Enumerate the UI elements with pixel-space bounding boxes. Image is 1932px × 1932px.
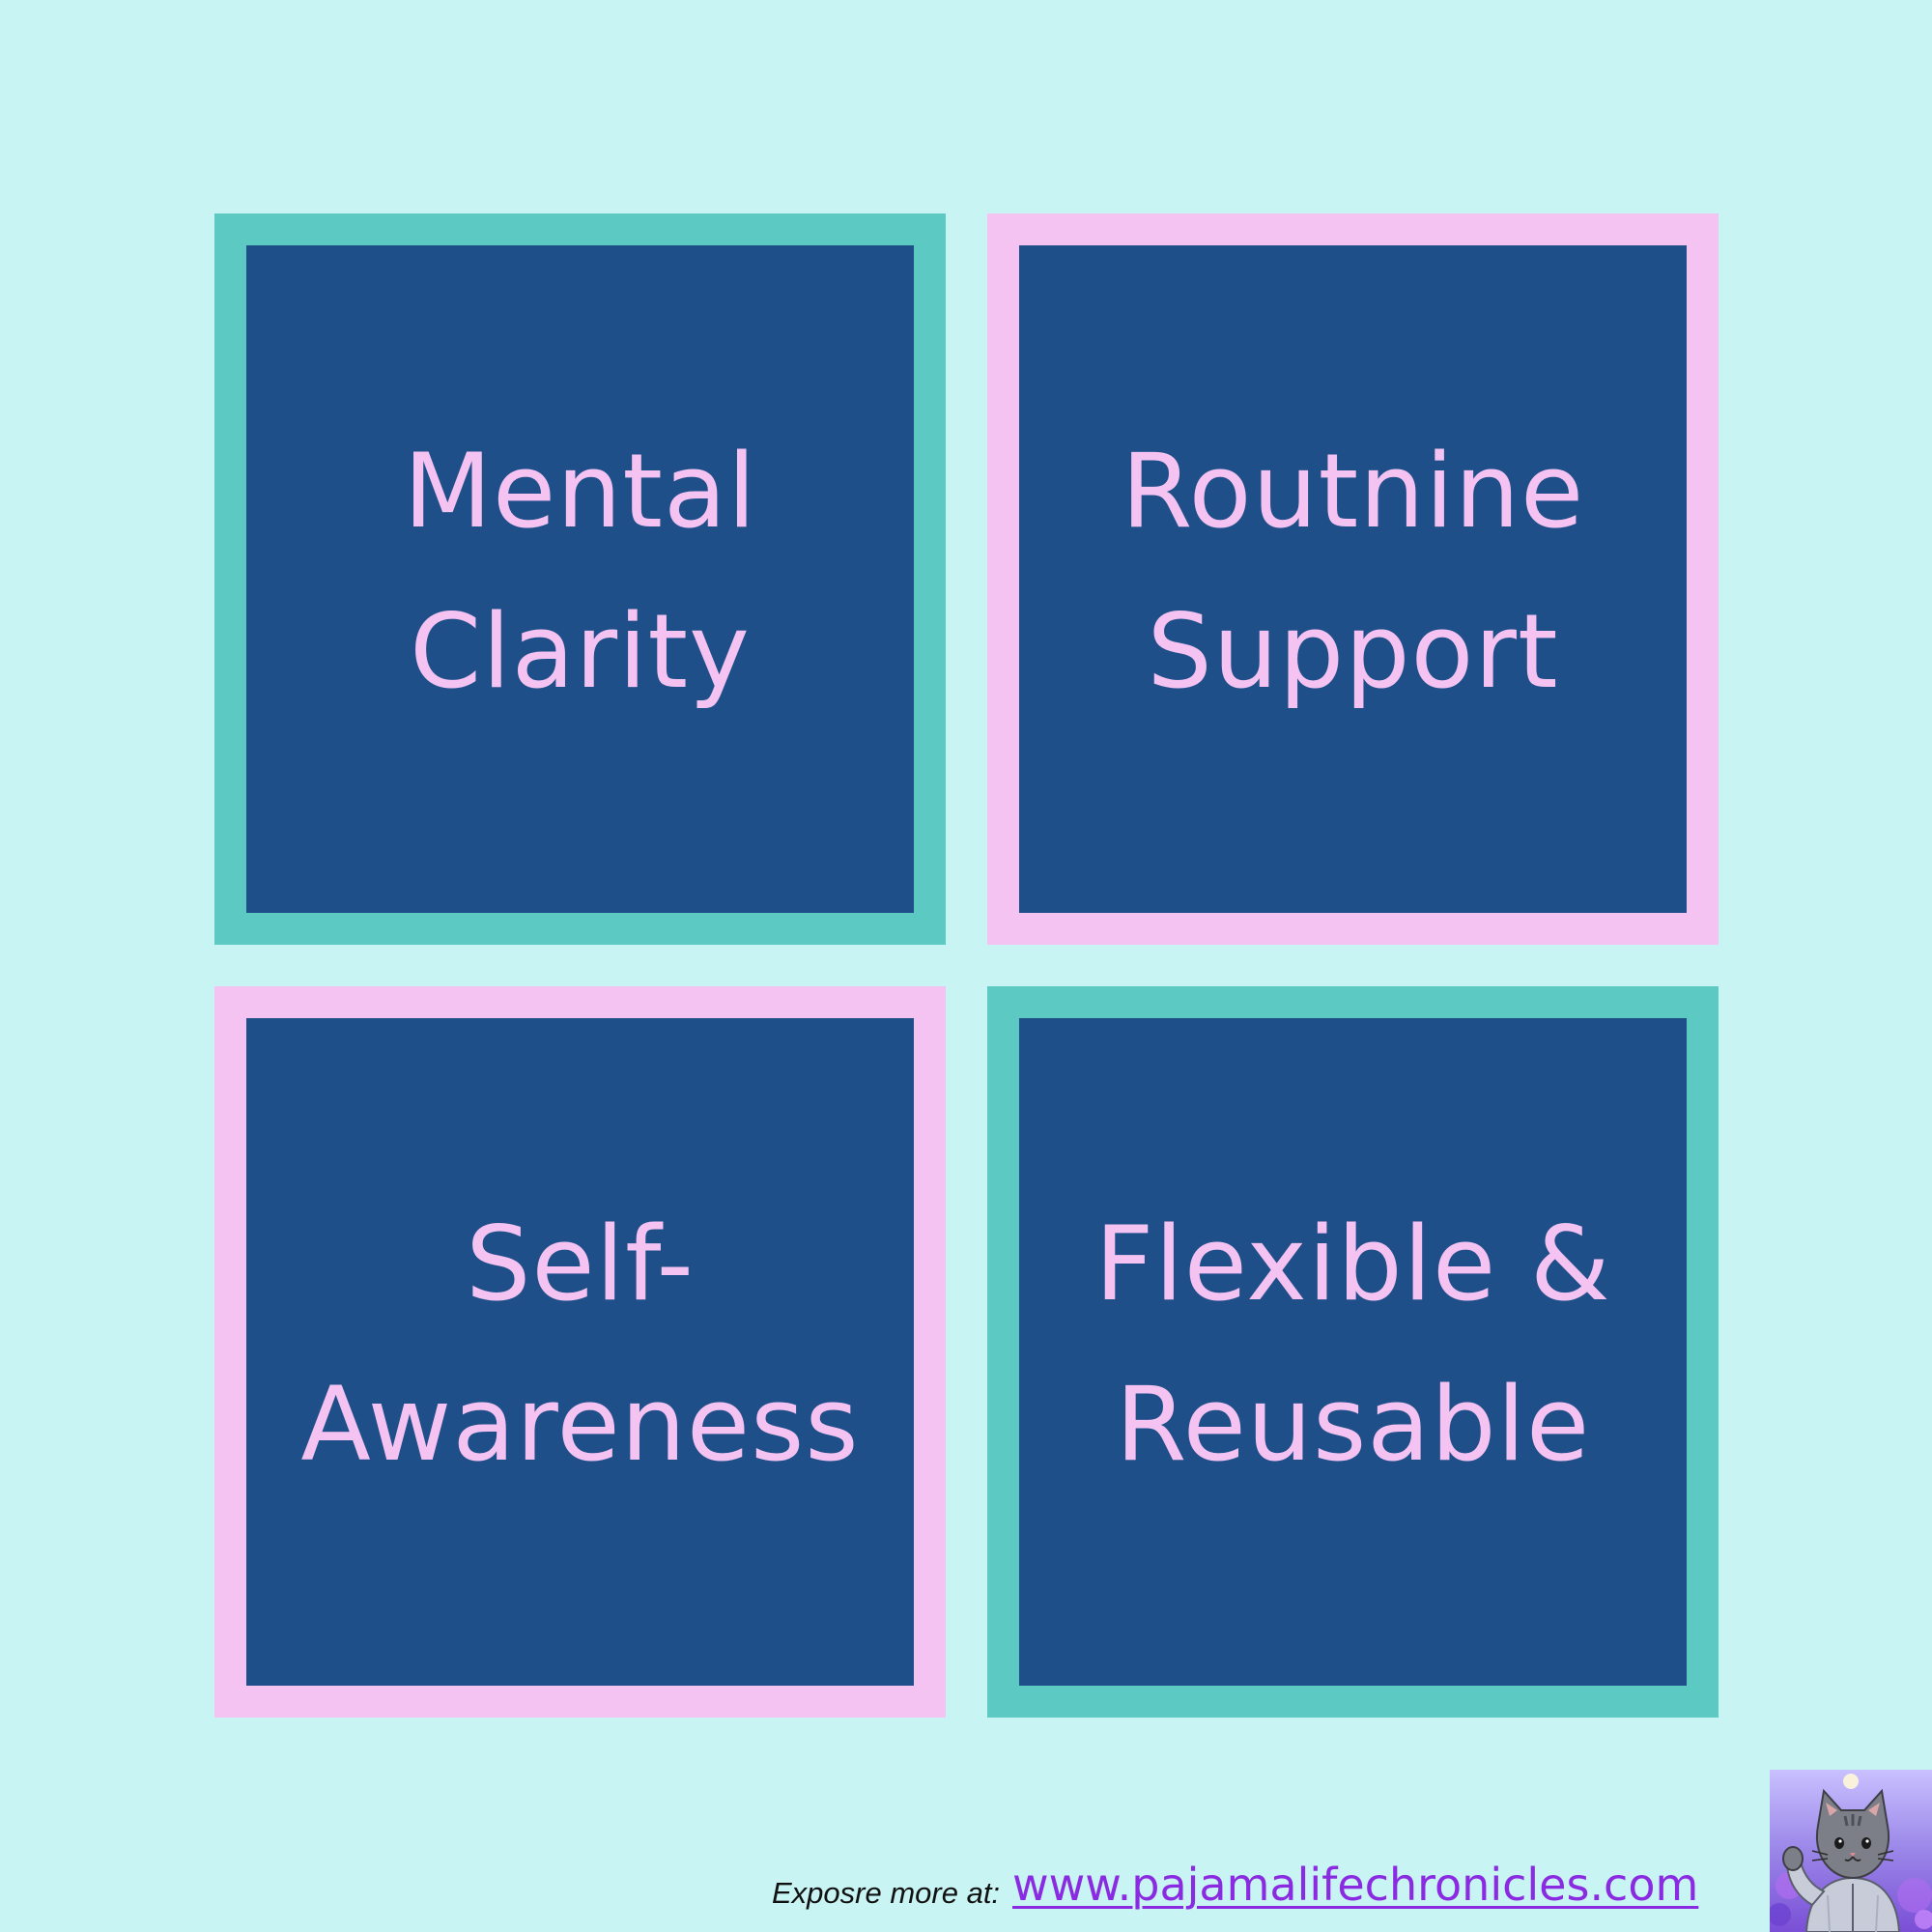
tile-routine-support: Routnine Support [987,213,1719,945]
tile-label-line: Reusable [1115,1364,1591,1484]
tile-flexible-reusable: Flexible & Reusable [987,986,1719,1718]
tile-mental-clarity: Mental Clarity [214,213,946,945]
tile-label-line: Flexible & [1094,1204,1611,1323]
tile-label: Routnine Support [1122,412,1585,732]
tile-label-line: Awareness [300,1364,860,1484]
cat-avatar-icon [1770,1770,1932,1932]
tile-label: Self- Awareness [300,1184,859,1505]
tile-label-line: Routnine [1121,431,1585,551]
tile-label-line: Self- [466,1204,695,1323]
tile-self-awareness: Self- Awareness [214,986,946,1718]
tile-label-line: Clarity [410,591,751,711]
footer-note: Exposre more at: [772,1876,1001,1910]
tile-label-line: Mental [403,431,757,551]
tile-label-line: Support [1147,591,1559,711]
tile-label: Mental Clarity [404,412,757,732]
tile-label: Flexible & Reusable [1094,1184,1610,1505]
website-link[interactable]: www.pajamalifechronicles.com [1012,1859,1699,1911]
